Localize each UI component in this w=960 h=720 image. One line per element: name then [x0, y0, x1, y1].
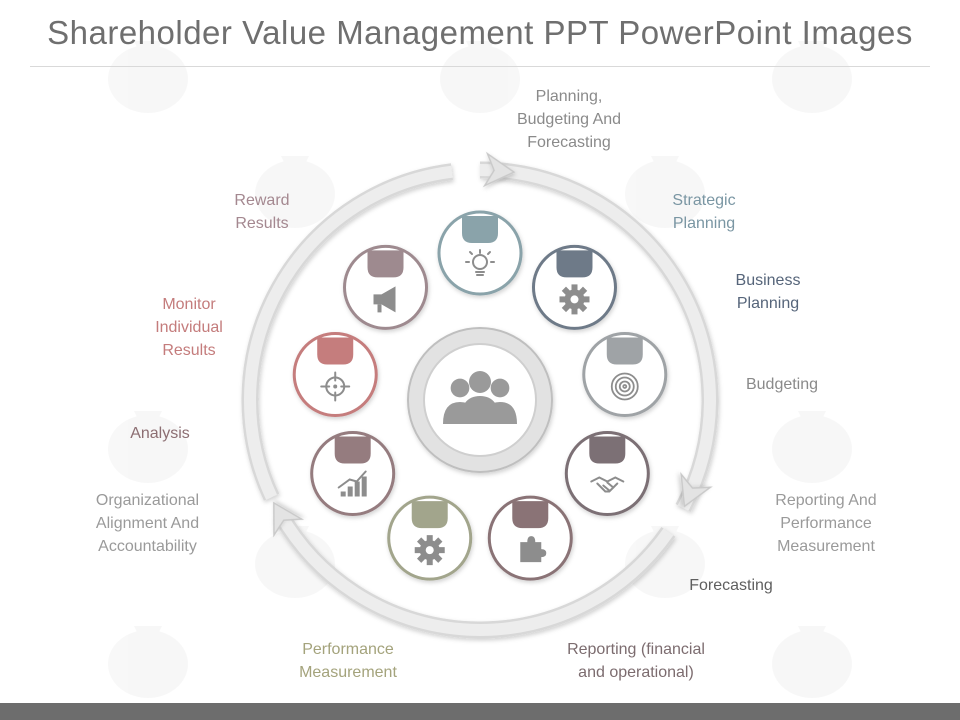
dollar-bag-icon: [108, 626, 188, 698]
crosshair-icon: [320, 371, 351, 402]
cycle-ring: [241, 151, 719, 639]
dollar-bag-icon: [255, 156, 335, 228]
node-lightbulb: [437, 210, 523, 296]
label-reporting-financial: Reporting (financial and operational): [567, 641, 705, 681]
gear-icon: [414, 535, 445, 566]
label-planning-budgeting: Planning, Budgeting And Forecasting: [516, 88, 622, 151]
label-analysis: Analysis: [130, 425, 190, 442]
node-gear-top: [531, 244, 617, 330]
node-megaphone: [343, 244, 429, 330]
footer-bar: [0, 703, 960, 720]
slide-title: Shareholder Value Management PPT PowerPo…: [47, 14, 913, 51]
title-divider: [30, 66, 930, 67]
growth-chart-icon: [337, 470, 367, 497]
label-reward: Reward Results: [234, 192, 290, 232]
dollar-bag-icon: [625, 156, 705, 228]
dollar-bag-icon: [772, 41, 852, 113]
arrow-head-left: [273, 501, 305, 538]
node-chart: [310, 431, 396, 516]
node-puzzle: [487, 495, 573, 581]
megaphone-icon: [373, 286, 396, 313]
arrow-head-top: [482, 151, 516, 188]
arrow-head-right: [680, 471, 713, 508]
dollar-bag-icon: [772, 626, 852, 698]
target-icon: [610, 372, 639, 401]
label-organizational: Organizational Alignment And Accountabil…: [95, 492, 200, 555]
label-performance-measurement: Performance Measurement: [299, 641, 397, 681]
center-hub: [407, 327, 553, 473]
node-handshake: [564, 431, 650, 516]
node-target: [582, 331, 668, 417]
label-forecasting: Forecasting: [689, 577, 773, 594]
group-people-icon: [443, 371, 517, 424]
puzzle-icon: [520, 536, 547, 563]
label-budgeting: Budgeting: [745, 376, 819, 393]
label-strategic-planning: Strategic Planning: [672, 192, 736, 232]
node-gear-bottom: [387, 495, 473, 581]
dollar-bag-icon: [440, 41, 520, 113]
dollar-bag-icon: [108, 411, 188, 483]
dollar-bag-icon: [772, 411, 852, 483]
label-monitor: Monitor Individual Results: [155, 296, 223, 359]
dollar-bag-icon: [108, 41, 188, 113]
label-reporting-performance: Reporting And Performance Measurement: [775, 492, 877, 555]
handshake-icon: [590, 476, 625, 493]
gear-icon: [559, 284, 590, 315]
lightbulb-icon: [465, 249, 495, 276]
node-crosshair: [292, 331, 378, 417]
label-business-planning: Business Planning: [735, 272, 801, 312]
